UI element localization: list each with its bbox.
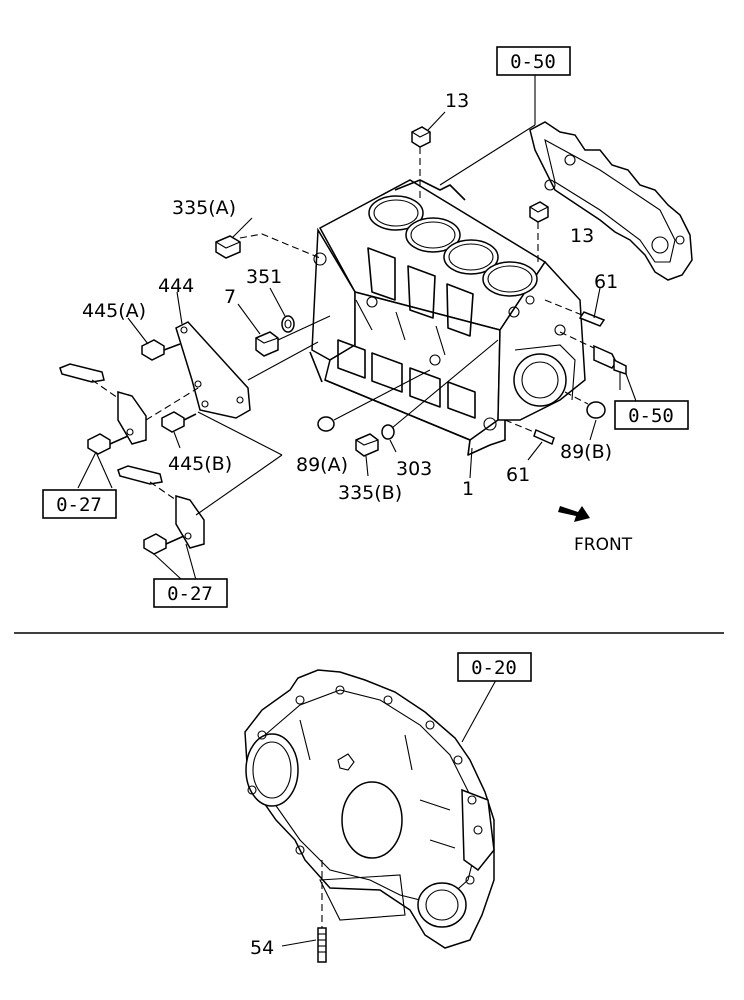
label-13-top: 13	[445, 90, 469, 112]
cylinder-block	[309, 179, 586, 456]
svg-text:0-27: 0-27	[56, 494, 102, 516]
label-444: 444	[158, 275, 194, 297]
bolt-foot-lower	[143, 533, 185, 555]
callout-labels: 13 13 335(A) 351 444 7 445(A) 61 445(B) …	[82, 90, 633, 959]
leader-0-50-right	[625, 373, 637, 402]
svg-text:0-50: 0-50	[628, 405, 674, 427]
label-7: 7	[224, 286, 236, 308]
flywheel-housing	[244, 669, 495, 949]
label-61-top: 61	[594, 271, 618, 293]
bolt-foot-upper	[87, 433, 129, 455]
plug-13-top	[411, 126, 431, 200]
stud-61-top	[544, 299, 606, 327]
label-89b: 89(B)	[560, 441, 612, 463]
plug-335b	[355, 433, 379, 457]
svg-text:0-20: 0-20	[471, 657, 517, 679]
label-351: 351	[246, 266, 282, 288]
bracket-444	[175, 321, 319, 419]
plug-7	[255, 315, 331, 357]
stud-61-bottom	[504, 419, 555, 446]
ref-box-0-27-left: 0-27	[42, 489, 117, 519]
label-335b: 335(B)	[338, 482, 402, 504]
ref-box-0-50-right: 0-50	[614, 400, 689, 430]
stud-54	[281, 860, 327, 963]
bolt-445b	[161, 411, 197, 433]
washer-303	[381, 339, 499, 440]
bolt-445a	[141, 339, 181, 361]
ref-box-0-20: 0-20	[457, 652, 532, 682]
callout-leaders-top	[127, 75, 621, 479]
label-445a: 445(A)	[82, 300, 146, 322]
label-1: 1	[462, 478, 474, 500]
label-335a: 335(A)	[172, 197, 236, 219]
front-arrow-icon	[558, 506, 590, 522]
label-54: 54	[250, 937, 274, 959]
plug-89b	[564, 391, 606, 419]
washer-351	[281, 315, 295, 333]
oil-cooler-cover	[529, 121, 693, 281]
plug-335a	[215, 233, 321, 259]
label-89a: 89(A)	[296, 454, 348, 476]
ref-box-0-27-bottom: 0-27	[153, 578, 228, 608]
leader-0-20	[461, 679, 497, 743]
svg-text:0-27: 0-27	[167, 583, 213, 605]
fitting-0-50	[559, 331, 627, 376]
foot-bracket-lower	[117, 465, 205, 549]
label-445b: 445(B)	[168, 453, 232, 475]
svg-text:0-50: 0-50	[510, 51, 556, 73]
foot-bracket-upper	[59, 363, 199, 445]
label-303: 303	[396, 458, 432, 480]
bracket-leaders	[77, 411, 283, 581]
label-13-right: 13	[570, 225, 594, 247]
front-label: FRONT	[574, 535, 633, 555]
plug-13-right	[529, 201, 549, 262]
label-61-bottom: 61	[506, 464, 530, 486]
ref-box-0-50-top: 0-50	[496, 46, 571, 76]
plug-89a	[317, 369, 431, 432]
